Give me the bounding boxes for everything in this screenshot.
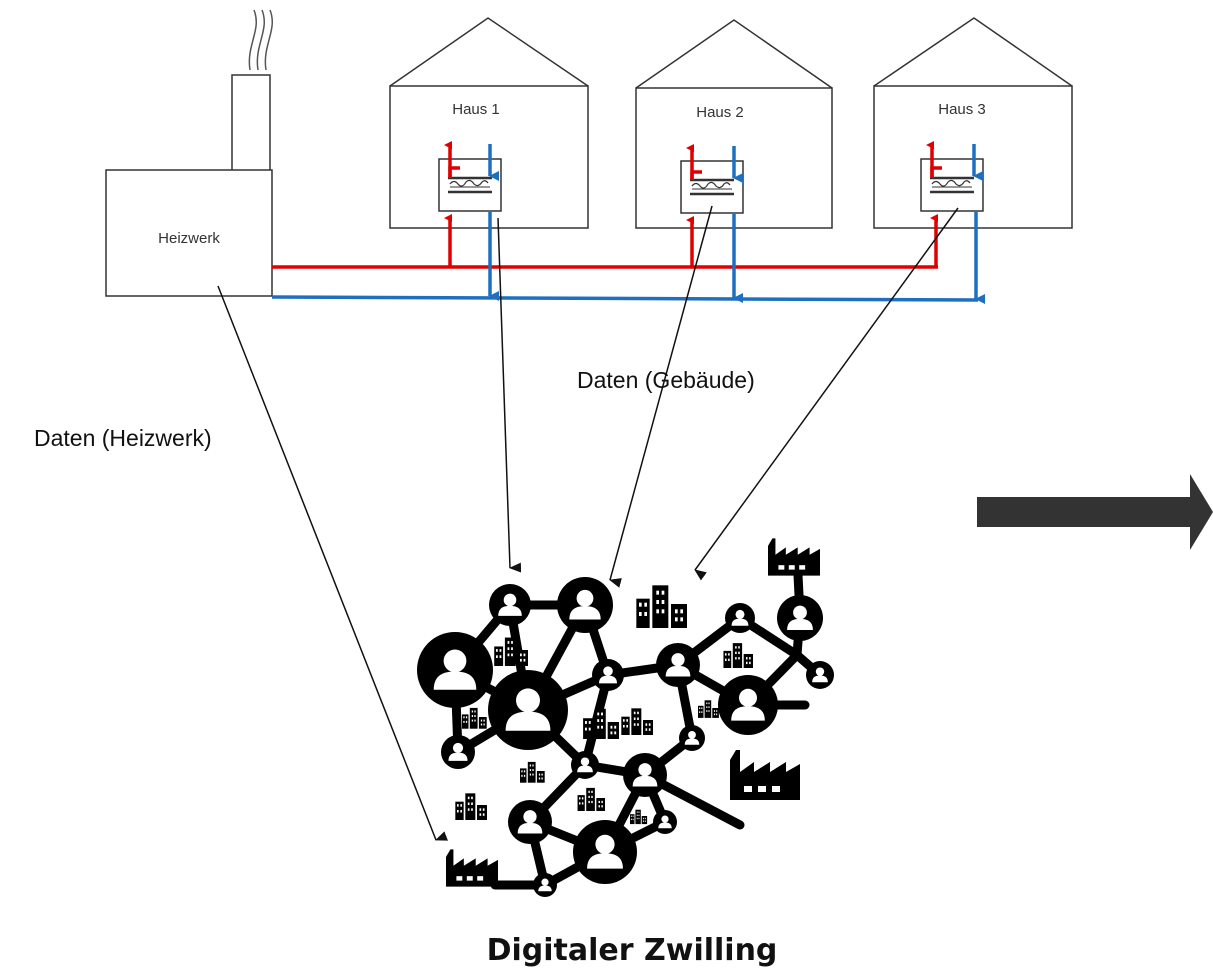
house-3: Haus 3 [873,17,1073,229]
buildings-icon [621,708,653,735]
person-node-icon [557,577,613,633]
data-arrow-house-2 [609,205,713,588]
person-node-icon [656,643,700,687]
plant-label: Heizwerk [158,230,220,247]
data-arrow-house-1 [497,217,522,573]
person-node-icon [592,659,624,691]
building-data-label: Daten (Gebäude) [577,367,755,393]
person-node-icon [679,725,705,751]
person-node-icon [725,603,755,633]
right-arrow-icon [977,474,1213,550]
house-2: Haus 2 [635,19,833,229]
house-roof [635,19,833,89]
buildings-icon [494,637,528,666]
house-label: Haus 2 [696,104,744,121]
person-node-icon [489,584,531,626]
person-node-icon [508,800,552,844]
person-node-icon [573,820,637,884]
buildings-icon [636,585,687,628]
house-1: Haus 1 [389,17,589,229]
buildings-icon [583,708,619,739]
plant-chimney [231,74,271,176]
data-arrow-plant [217,285,449,841]
buildings-icon [630,809,648,825]
house-label: Haus 3 [938,101,986,118]
house-label: Haus 1 [452,101,500,118]
person-node-icon [488,670,568,750]
plant-data-label: Daten (Heizwerk) [34,425,212,451]
data-arrow-house-3 [694,207,959,581]
person-node-icon [441,735,475,769]
data-arrows [217,205,959,841]
person-node-icon [623,753,667,797]
person-node-icon [653,810,677,834]
buildings-icon [462,707,487,729]
person-node-icon [417,632,493,708]
person-node-icon [777,595,823,641]
buildings-icon [723,643,753,668]
supply-pipe [272,141,942,269]
house-roof [873,17,1073,87]
person-node-icon [533,873,557,897]
buildings-icon [455,793,487,820]
plant-building [105,169,273,297]
factory-icon [446,849,498,887]
person-node-icon [718,675,778,735]
person-node-icon [806,661,834,689]
digital-twin-title: Digitaler Zwilling [487,933,778,968]
buildings-icon [577,787,605,811]
buildings-icon [698,700,719,718]
house-roof [389,17,589,87]
person-node-icon [571,751,599,779]
factory-icon [768,538,820,576]
heating-plant: Heizwerk [105,9,274,297]
digital-twin-network [417,538,834,897]
chimney-smoke-icon [248,9,274,71]
buildings-icon [520,761,545,783]
return-pipe [271,144,985,304]
factory-icon [730,750,800,800]
